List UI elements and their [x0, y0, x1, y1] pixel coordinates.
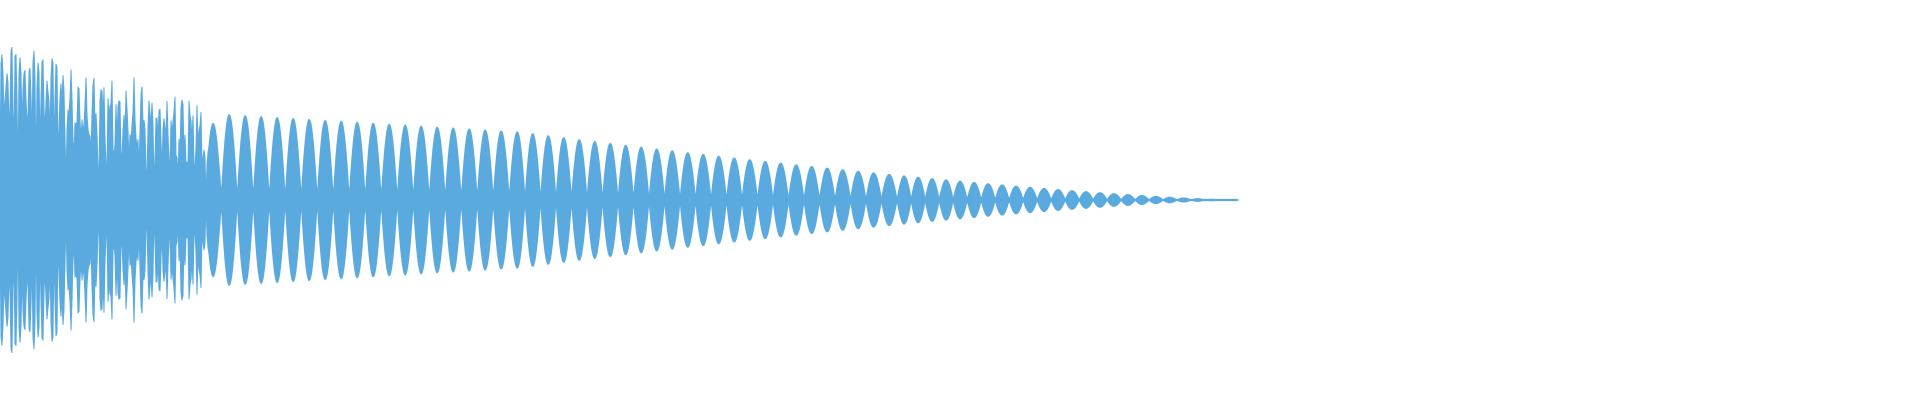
waveform-shape — [0, 47, 1239, 353]
